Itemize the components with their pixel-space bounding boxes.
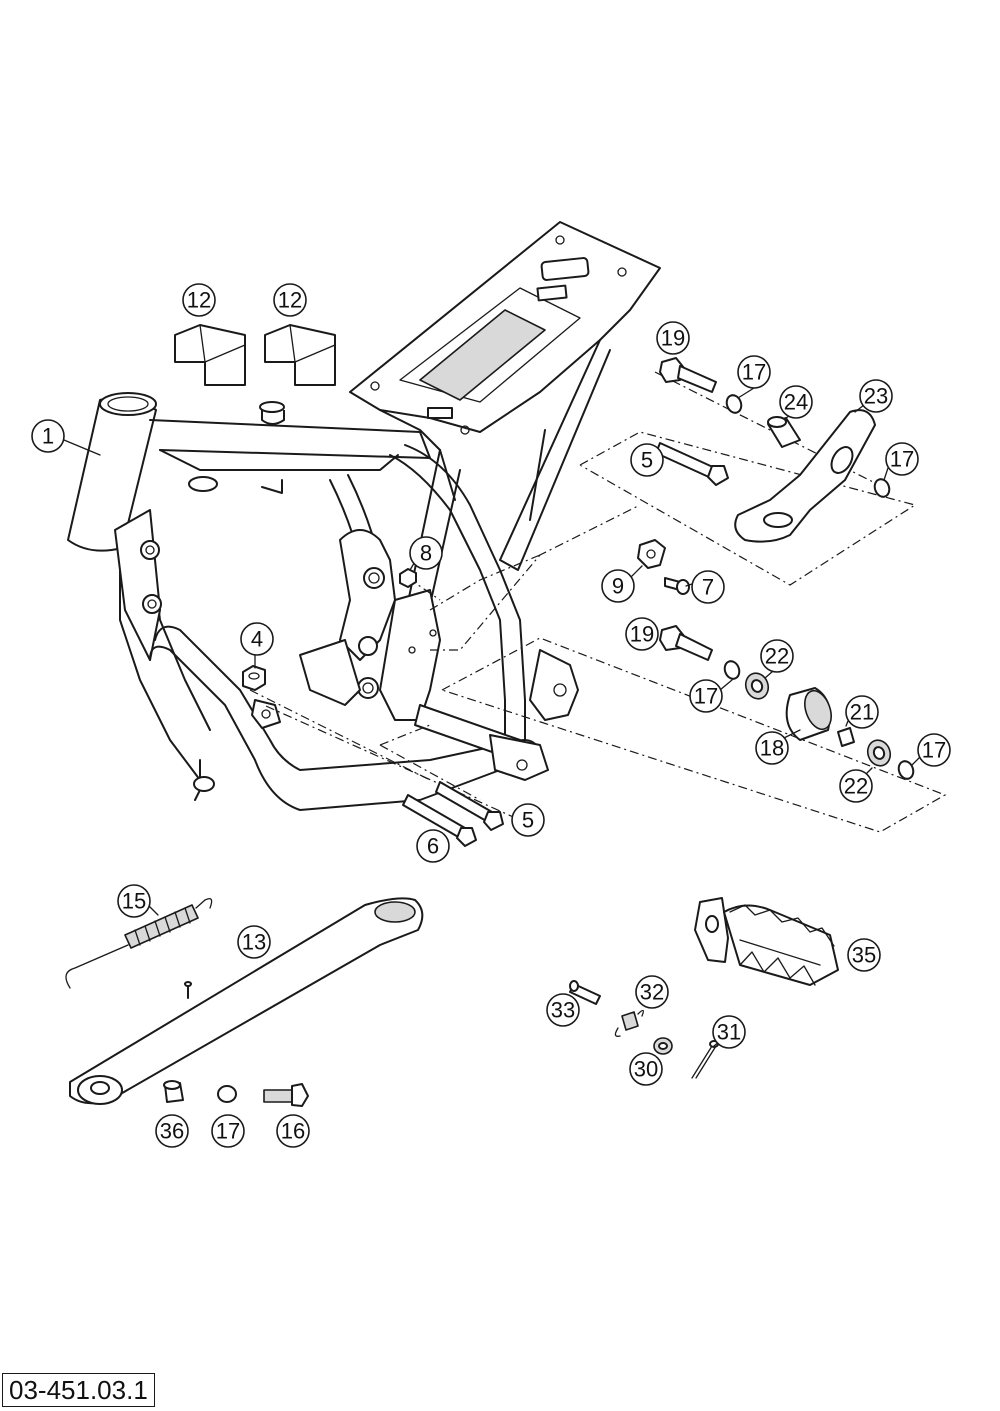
bolt-6: [402, 794, 477, 847]
svg-text:8: 8: [420, 541, 432, 566]
callout-12-left: 12: [182, 283, 216, 317]
bolt-19-lower: [659, 625, 713, 661]
svg-text:17: 17: [216, 1119, 240, 1144]
bushing-36: [163, 1080, 184, 1103]
bolt-16: [263, 1083, 309, 1107]
svg-text:32: 32: [640, 980, 664, 1005]
callout-21: 21: [845, 695, 879, 729]
bolt-5-lower: [435, 781, 504, 831]
svg-text:33: 33: [551, 998, 575, 1023]
callout-1: 1: [31, 419, 65, 453]
bushing-22-a: [744, 672, 770, 700]
assembly-lines: [249, 371, 947, 833]
washer-30: [653, 1037, 673, 1055]
bolt-5-upper: [655, 442, 729, 486]
nut-4: [242, 665, 266, 691]
callout-31: 31: [712, 1015, 746, 1049]
svg-text:16: 16: [281, 1119, 305, 1144]
screw-7: [664, 577, 690, 595]
callout-15: 15: [117, 884, 151, 918]
callout-35: 35: [847, 938, 881, 972]
svg-text:5: 5: [522, 808, 534, 833]
main-frame: [67, 221, 661, 811]
pin-33: [569, 980, 601, 1005]
callout-17-e: 17: [211, 1114, 245, 1148]
callout-12-right: 12: [273, 283, 307, 317]
svg-text:7: 7: [702, 575, 714, 600]
callout-5-upper: 5: [630, 443, 664, 477]
callout-17-c: 17: [689, 679, 723, 713]
callout-18: 18: [755, 731, 789, 765]
callout-19-upper: 19: [656, 321, 690, 355]
washer-17-b: [873, 478, 891, 498]
callout-36: 36: [155, 1114, 189, 1148]
callouts: 1 12 12 4 8 9 7 5 5 6 19 17 24 23 17 19 …: [31, 283, 951, 1148]
callout-4: 4: [240, 622, 274, 656]
svg-text:1: 1: [42, 424, 54, 449]
svg-text:17: 17: [694, 684, 718, 709]
spacer-24: [767, 416, 801, 448]
frame-protector-pad-right: [264, 324, 336, 386]
svg-text:6: 6: [427, 834, 439, 859]
roller-18: [785, 687, 832, 741]
svg-text:22: 22: [844, 774, 868, 799]
callout-9: 9: [601, 569, 635, 603]
callout-5-lower: 5: [511, 803, 545, 837]
svg-text:4: 4: [251, 627, 263, 652]
callout-17-b: 17: [885, 442, 919, 476]
callout-17-d: 17: [917, 733, 951, 767]
callout-7: 7: [691, 570, 725, 604]
callout-16: 16: [276, 1114, 310, 1148]
callout-32: 32: [635, 975, 669, 1009]
bolt-19-upper: [659, 357, 717, 393]
svg-text:19: 19: [630, 622, 654, 647]
side-stand-13: [69, 897, 424, 1105]
callout-23: 23: [859, 379, 893, 413]
svg-text:22: 22: [765, 644, 789, 669]
svg-text:12: 12: [187, 288, 211, 313]
washer-17-c: [723, 660, 741, 680]
sleeve-21: [837, 727, 855, 747]
svg-text:36: 36: [160, 1119, 184, 1144]
svg-text:21: 21: [850, 700, 874, 725]
callout-22-a: 22: [760, 639, 794, 673]
nut-8: [399, 568, 417, 588]
callout-17-a: 17: [737, 355, 771, 389]
cable-clip-9: [637, 539, 666, 569]
bracket-23: [734, 409, 876, 543]
svg-text:17: 17: [922, 738, 946, 763]
svg-text:13: 13: [242, 930, 266, 955]
svg-text:9: 9: [612, 574, 624, 599]
svg-text:31: 31: [717, 1020, 741, 1045]
callout-19-lower: 19: [625, 617, 659, 651]
svg-text:23: 23: [864, 384, 888, 409]
svg-text:5: 5: [641, 448, 653, 473]
callout-8: 8: [409, 536, 443, 570]
bushing-22-b: [866, 739, 892, 767]
washer-17-a: [725, 394, 743, 414]
svg-text:12: 12: [278, 288, 302, 313]
callout-6: 6: [416, 829, 450, 863]
svg-text:17: 17: [890, 447, 914, 472]
callout-13: 13: [237, 925, 271, 959]
callout-30: 30: [629, 1052, 663, 1086]
svg-text:35: 35: [852, 943, 876, 968]
frame-protector-pad-left: [174, 324, 246, 386]
svg-text:17: 17: [742, 360, 766, 385]
washer-17-d: [897, 760, 915, 780]
svg-text:18: 18: [760, 736, 784, 761]
callout-22-b: 22: [839, 769, 873, 803]
svg-text:15: 15: [122, 889, 146, 914]
spring-32: [614, 1009, 644, 1037]
svg-text:19: 19: [661, 326, 685, 351]
footpeg-35: [694, 897, 839, 986]
washer-17-e: [217, 1085, 237, 1103]
callout-24: 24: [779, 385, 813, 419]
svg-text:30: 30: [634, 1057, 658, 1082]
callout-33: 33: [546, 993, 580, 1027]
spring-15: [65, 897, 213, 989]
svg-text:24: 24: [784, 390, 808, 415]
drawing-code-label: 03-451.03.1: [2, 1373, 155, 1407]
